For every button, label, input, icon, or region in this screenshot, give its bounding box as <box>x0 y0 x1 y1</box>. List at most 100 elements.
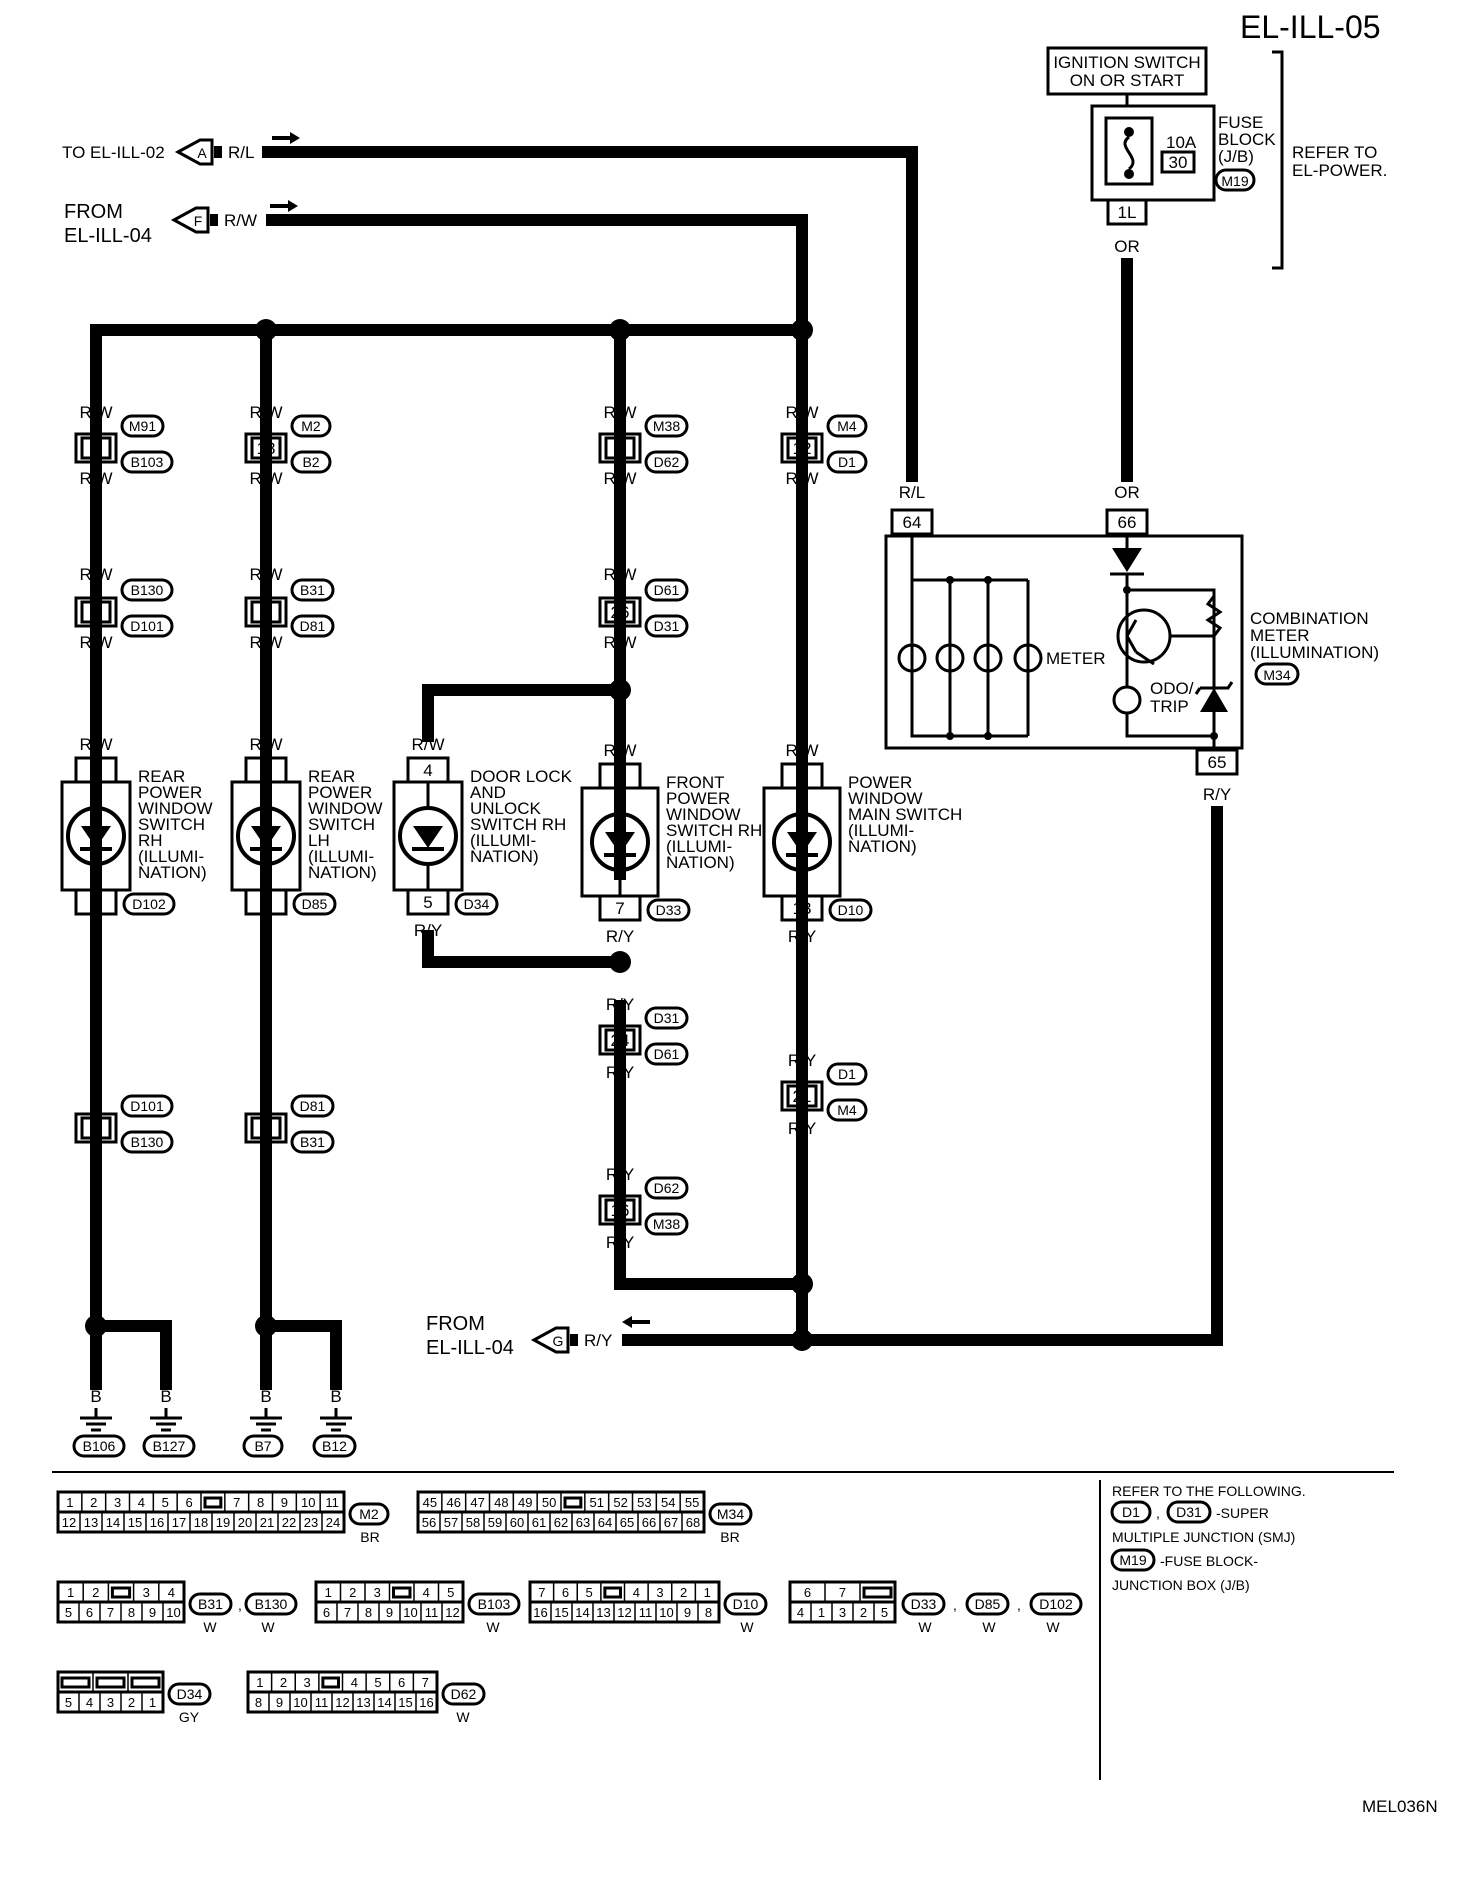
face-d10-latch <box>603 1586 622 1599</box>
legend-smj-text2: MULTIPLE JUNCTION (SMJ) <box>1112 1529 1295 1545</box>
meter-connector: M34 <box>1263 667 1290 683</box>
offpage-a-letter: A <box>197 145 207 161</box>
col3-name-5: NATION) <box>666 853 735 872</box>
face-d33-r2-4: 5 <box>881 1605 888 1620</box>
col1-top-conn-upper: M2 <box>301 418 321 434</box>
col3-mid-conn-lower: D31 <box>654 618 680 634</box>
col3-low2-pin: 16 <box>611 1201 630 1220</box>
col4-wire-sw-in: R/W <box>785 741 818 760</box>
face-d10-r2-0: 16 <box>533 1605 547 1620</box>
col4-low-pin: 21 <box>793 1087 812 1106</box>
col1-mid-conn-lower: D81 <box>300 618 326 634</box>
face-m34-r1-0: 45 <box>423 1495 437 1510</box>
face-m34-r1-11: 55 <box>685 1495 699 1510</box>
col4-top-conn-lower: D1 <box>838 454 856 470</box>
face-d10-r2-6: 10 <box>659 1605 673 1620</box>
face-d62-r2-4: 12 <box>335 1695 349 1710</box>
col0-diode-icon <box>81 826 111 848</box>
col1-name-5: (ILLUMI- <box>308 847 374 866</box>
meter-pin-or: 66 <box>1118 513 1137 532</box>
col4-name-2: MAIN SWITCH <box>848 805 962 824</box>
col3-low2-conn-upper: D62 <box>654 1180 680 1196</box>
col0-low-connector <box>74 1112 118 1144</box>
col3-low-conn-lower-pill <box>644 1042 689 1066</box>
col3-top-connector <box>598 432 642 464</box>
col4-wire-top-1: R/W <box>785 403 818 422</box>
face-d33-name1: D85 <box>975 1596 1001 1612</box>
face-m34-name-pill <box>708 1502 753 1526</box>
face-b31-color2: W <box>261 1619 275 1635</box>
face-b103-r1-4: 4 <box>423 1585 430 1600</box>
face-m34-r1-3: 48 <box>494 1495 508 1510</box>
face-d62-r2-1: 9 <box>276 1695 283 1710</box>
legend-jb-text2: JUNCTION BOX (J/B) <box>1112 1577 1250 1593</box>
face-b103-r2-3: 9 <box>386 1605 393 1620</box>
face-d10-r1-1: 6 <box>562 1585 569 1600</box>
col1-ground-conn-1-pill <box>312 1434 357 1458</box>
col3-low-pin: 24 <box>611 1031 630 1050</box>
col1-diode-icon <box>251 826 281 848</box>
col3-wire-top-2: R/W <box>603 469 636 488</box>
face-d33-r1-0: 6 <box>804 1585 811 1600</box>
offpage-g-text2: EL-ILL-04 <box>426 1337 514 1359</box>
face-d10-r1-5: 3 <box>656 1585 663 1600</box>
col4-top-conn-upper: M4 <box>837 418 857 434</box>
face-m34-r2-2: 58 <box>466 1515 480 1530</box>
col1-name-4: LH <box>308 831 330 850</box>
meter-label: METER <box>1046 649 1106 668</box>
col3-pin-in: 6 <box>615 767 624 786</box>
offpage-g-text1: FROM <box>426 1313 485 1335</box>
face-d62-r2-0: 8 <box>255 1695 262 1710</box>
col3-name-3: SWITCH RH <box>666 821 762 840</box>
ignition-line1: IGNITION SWITCH <box>1053 53 1200 72</box>
col4-low-conn-upper: D1 <box>838 1066 856 1082</box>
col1-name-0: REAR <box>308 767 355 786</box>
face-d33-r2-2: 3 <box>839 1605 846 1620</box>
face-b31-r1-4: 4 <box>168 1585 175 1600</box>
face-d62-r2-5: 13 <box>356 1695 370 1710</box>
offpage-g-letter: G <box>553 1333 564 1349</box>
col0-ground-icon-0 <box>80 1416 112 1432</box>
face-d33-color1: W <box>982 1619 996 1635</box>
face-d33-r2-3: 2 <box>860 1605 867 1620</box>
col3-pin-out-box <box>598 894 642 922</box>
offpage-f-text1: FROM <box>64 201 123 223</box>
col1-wire-top-2: R/W <box>249 469 282 488</box>
col1-mid-conn-lower-pill <box>290 614 335 638</box>
offpage-a-wire: R/L <box>228 143 254 162</box>
col1-low-conn-upper-pill <box>290 1094 335 1118</box>
col0-name-0: REAR <box>138 767 185 786</box>
face-d34-name: D34 <box>177 1686 203 1702</box>
face-m34-r2-3: 59 <box>488 1515 502 1530</box>
col1-sw-conn: D85 <box>302 896 328 912</box>
col3-mid-conn-upper: D61 <box>654 582 680 598</box>
col0-ground-wire-0: B <box>90 1387 101 1406</box>
face-m34-r2-12: 68 <box>686 1515 700 1530</box>
col0-wire-low-1: B <box>90 1083 101 1102</box>
col0-ground-wire-1: B <box>160 1387 171 1406</box>
face-d34-latch <box>130 1676 161 1689</box>
face-d10-color: W <box>740 1619 754 1635</box>
face-m2-r1-4: 5 <box>162 1495 169 1510</box>
face-d10-r2-2: 14 <box>575 1605 589 1620</box>
col1-wire-sw-out: B <box>260 921 271 940</box>
face-d10-r2-1: 15 <box>554 1605 568 1620</box>
col4-name-4: NATION) <box>848 837 917 856</box>
col4-pin-in: 6 <box>797 767 806 786</box>
col3-wire-low-4: R/Y <box>606 1233 634 1252</box>
legend-jb-conn: M19 <box>1119 1552 1146 1568</box>
col2-pin-out: 5 <box>423 893 432 912</box>
col3-top-conn-upper: M38 <box>653 418 680 434</box>
face-m2-r2-6: 18 <box>194 1515 208 1530</box>
col1-low-pin: 5 <box>261 1119 270 1138</box>
col3-low2-conn-lower-pill <box>644 1212 689 1236</box>
col3-pin-out: 7 <box>615 899 624 918</box>
col0-top-conn-upper-pill <box>120 414 165 438</box>
col1-ground-icon-1 <box>320 1416 352 1432</box>
col1-top-conn-lower-pill <box>290 450 332 474</box>
face-d34-latch <box>95 1676 126 1689</box>
face-m2-r2-8: 20 <box>238 1515 252 1530</box>
col3-wire-sw-out: R/Y <box>606 927 634 946</box>
col0-mid-conn-lower-pill <box>120 614 174 638</box>
face-d62-r2-6: 14 <box>377 1695 391 1710</box>
